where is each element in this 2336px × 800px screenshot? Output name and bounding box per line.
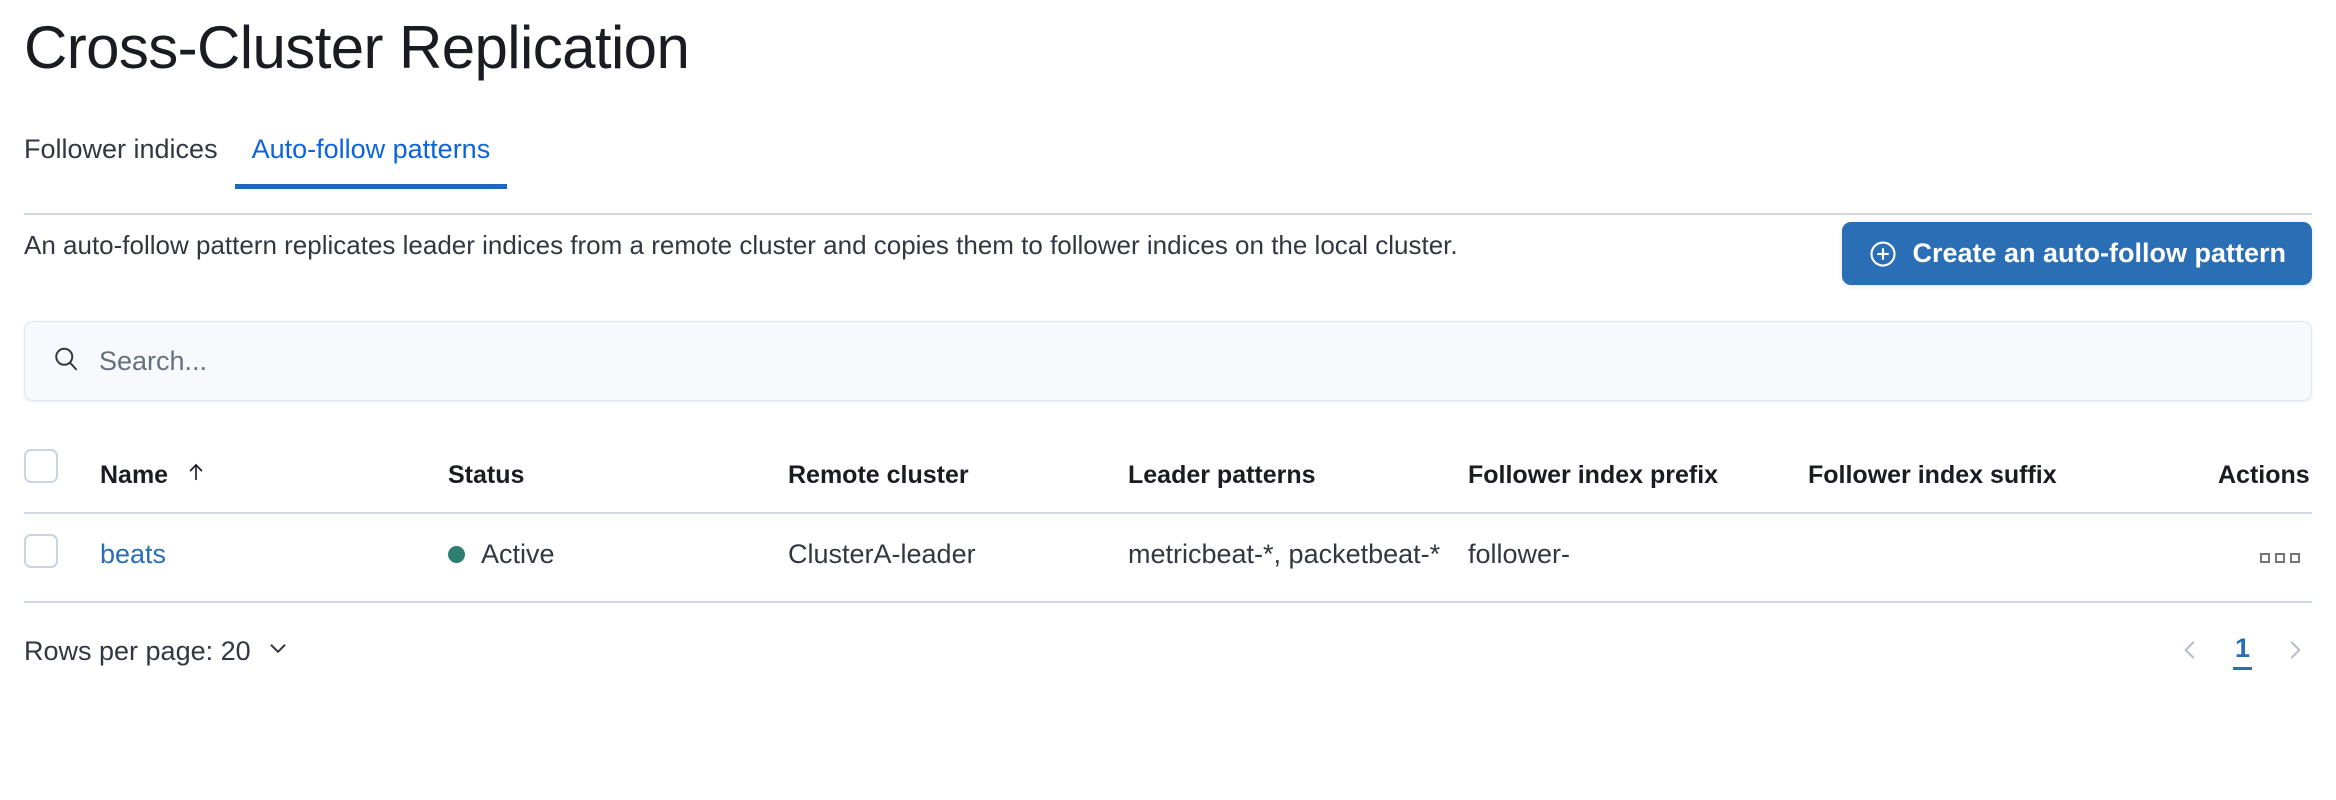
row-checkbox[interactable] <box>24 534 58 568</box>
auto-follow-patterns-table: Name Status Remote cluster Leader patter… <box>24 437 2312 603</box>
column-header-name-label: Name <box>100 461 169 489</box>
cell-follower-index-prefix: follower- <box>1468 513 1808 603</box>
column-header-name[interactable]: Name <box>100 437 448 514</box>
auto-follow-pattern-link[interactable]: beats <box>100 539 167 569</box>
create-auto-follow-pattern-button[interactable]: Create an auto-follow pattern <box>1842 222 2312 285</box>
tab-bar: Follower indices Auto-follow patterns <box>24 128 2312 198</box>
cell-leader-patterns: metricbeat-*, packetbeat-* <box>1128 513 1468 603</box>
column-header-actions: Actions <box>2218 437 2312 514</box>
table-row: beats Active ClusterA-leader metricbeat-… <box>24 513 2312 603</box>
column-header-follower-index-prefix: Follower index prefix <box>1468 437 1808 514</box>
tab-bar-divider <box>24 213 2312 215</box>
table-body: beats Active ClusterA-leader metricbeat-… <box>24 513 2312 603</box>
more-actions-icon[interactable] <box>2258 549 2302 567</box>
rows-per-page-selector[interactable]: Rows per page: 20 <box>24 635 291 668</box>
chevron-right-icon <box>2282 637 2308 666</box>
pagination-page-1[interactable]: 1 <box>2232 633 2253 670</box>
column-header-leader-patterns: Leader patterns <box>1128 437 1468 514</box>
arrow-up-icon <box>185 461 207 490</box>
table-header-row: Name Status Remote cluster Leader patter… <box>24 437 2312 514</box>
table-header: Name Status Remote cluster Leader patter… <box>24 437 2312 514</box>
column-header-status: Status <box>448 437 788 514</box>
plus-in-circle-icon <box>1868 239 1898 269</box>
tab-auto-follow-patterns[interactable]: Auto-follow patterns <box>234 128 507 189</box>
row-select-cell <box>24 513 100 603</box>
column-header-follower-index-suffix: Follower index suffix <box>1808 437 2218 514</box>
page-description: An auto-follow pattern replicates leader… <box>24 230 1458 260</box>
chevron-left-icon <box>2177 637 2203 666</box>
search-bar[interactable] <box>24 321 2312 401</box>
page-title: Cross-Cluster Replication <box>24 14 690 81</box>
column-header-remote-cluster: Remote cluster <box>788 437 1128 514</box>
pagination: 1 <box>2173 633 2312 670</box>
cell-status: Active <box>448 513 788 603</box>
search-icon <box>51 344 81 379</box>
cell-actions <box>2218 513 2312 603</box>
create-button-label: Create an auto-follow pattern <box>1912 238 2286 268</box>
table-footer: Rows per page: 20 1 <box>24 633 2312 670</box>
chevron-down-icon <box>265 635 291 668</box>
rows-per-page-label: Rows per page: 20 <box>24 636 251 666</box>
search-input[interactable] <box>99 345 2285 377</box>
cell-remote-cluster: ClusterA-leader <box>788 513 1128 603</box>
cell-follower-index-suffix <box>1808 513 2218 603</box>
tab-follower-indices[interactable]: Follower indices <box>24 128 218 189</box>
select-all-header <box>24 437 100 514</box>
pagination-previous-button[interactable] <box>2173 637 2207 666</box>
intro-section: An auto-follow pattern replicates leader… <box>24 222 2312 285</box>
status-badge: Active <box>481 539 555 569</box>
status-dot-icon <box>448 546 465 563</box>
cell-name: beats <box>100 513 448 603</box>
select-all-checkbox[interactable] <box>24 449 58 483</box>
pagination-next-button[interactable] <box>2278 637 2312 666</box>
